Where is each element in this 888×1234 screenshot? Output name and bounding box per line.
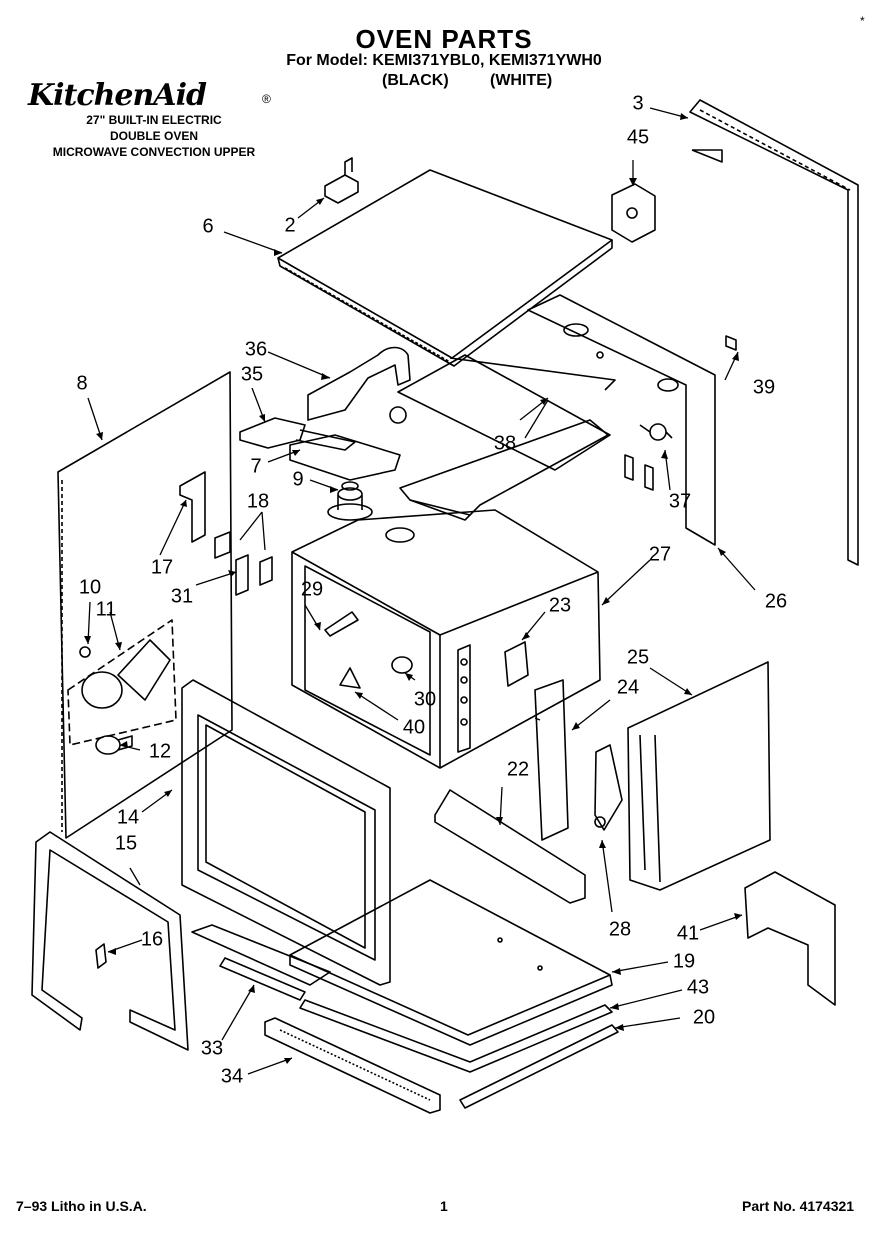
callout-31: 31 (170, 585, 194, 608)
part-side-panel-3 (689, 99, 859, 566)
part-gasket-15 (31, 831, 189, 1051)
callout-22: 22 (506, 758, 530, 781)
callout-29: 29 (300, 578, 324, 601)
part-rail-20 (459, 1024, 619, 1109)
part-lamp-assembly-11 (67, 619, 177, 746)
part-bracket-45 (611, 183, 656, 243)
leader-arrowheads (84, 113, 742, 1064)
callout-27: 27 (648, 543, 672, 566)
part-lamp-cover-30 (391, 656, 413, 674)
part-sensor-37 (639, 423, 673, 441)
callout-30: 30 (413, 688, 437, 711)
part-bracket-17 (179, 471, 206, 543)
corner-mark: * (860, 14, 865, 28)
footer-part-number: Part No. 4174321 (742, 1198, 855, 1214)
part-cover-40 (339, 667, 361, 689)
color-white: (WHITE) (490, 72, 553, 89)
part-plate-35 (239, 417, 356, 451)
callout-40: 40 (402, 716, 426, 739)
part-hinge-28 (594, 744, 623, 831)
callout-2: 2 (284, 214, 296, 237)
model-line: For Model: KEMI371YBL0, KEMI371YWH0 (286, 52, 602, 69)
leader-lines (87, 107, 756, 1075)
footer-page-number: 1 (440, 1198, 448, 1214)
part-duct-36 (307, 346, 411, 424)
callout-41: 41 (676, 922, 700, 945)
callout-8: 8 (76, 372, 88, 395)
part-clip-39 (725, 335, 737, 351)
callout-20: 20 (692, 1006, 716, 1029)
callout-3: 3 (632, 92, 644, 115)
description-line-1: 27" BUILT-IN ELECTRIC (86, 113, 222, 127)
part-switch-18 (214, 531, 273, 586)
callout-17: 17 (150, 556, 174, 579)
callout-34: 34 (220, 1065, 244, 1088)
part-bracket-23 (504, 641, 529, 687)
color-black: (BLACK) (382, 72, 449, 89)
part-switch-31 (235, 554, 249, 596)
callout-19: 19 (672, 950, 696, 973)
part-rail-22 (434, 789, 586, 904)
callout-39: 39 (752, 376, 776, 399)
part-panel-43 (299, 999, 613, 1073)
part-cover-7 (289, 434, 401, 481)
part-blower-9 (327, 481, 373, 521)
part-probe-29 (324, 611, 359, 637)
part-bottom-panel-19 (289, 879, 613, 1046)
part-side-panel-25 (627, 661, 771, 891)
callout-26: 26 (764, 590, 788, 613)
callout-12: 12 (148, 740, 172, 763)
callout-23: 23 (548, 594, 572, 617)
callout-16: 16 (140, 928, 164, 951)
callout-7: 7 (250, 455, 262, 478)
part-rear-panel-26 (527, 294, 716, 546)
footer-litho: 7–93 Litho in U.S.A. (16, 1198, 147, 1214)
callout-15: 15 (114, 832, 138, 855)
callout-24: 24 (616, 676, 640, 699)
brand-logo: KitchenAid (28, 78, 207, 113)
description-line-2: DOUBLE OVEN (109, 129, 198, 143)
callout-6: 6 (202, 215, 214, 238)
callout-33: 33 (200, 1037, 224, 1060)
callout-36: 36 (244, 338, 268, 361)
callout-18: 18 (246, 490, 270, 513)
part-vent-grille-34 (264, 1017, 441, 1114)
callout-28: 28 (608, 918, 632, 941)
part-side-panel-8 (57, 371, 233, 839)
part-bracket-24 (534, 679, 569, 841)
part-cover-41 (744, 871, 836, 1006)
callout-9: 9 (292, 468, 304, 491)
part-top-panel-6 (277, 169, 613, 367)
callout-11: 11 (95, 598, 117, 621)
callout-37: 37 (668, 490, 692, 513)
callout-45: 45 (626, 126, 650, 149)
callout-10: 10 (78, 576, 102, 599)
description-line-3: MICROWAVE CONVECTION UPPER (52, 145, 256, 159)
page-title: OVEN PARTS (355, 24, 533, 54)
part-bracket-2 (324, 157, 359, 204)
registered-mark: ® (262, 92, 271, 106)
callout-38: 38 (493, 432, 517, 455)
part-clip-16 (95, 943, 107, 969)
part-door-frame-14 (181, 679, 391, 986)
part-oven-cavity-27 (291, 509, 601, 769)
callout-43: 43 (686, 976, 710, 999)
callout-35: 35 (240, 363, 264, 386)
part-trim-33 (191, 924, 331, 1001)
callout-25: 25 (626, 646, 650, 669)
callout-14: 14 (116, 806, 140, 829)
